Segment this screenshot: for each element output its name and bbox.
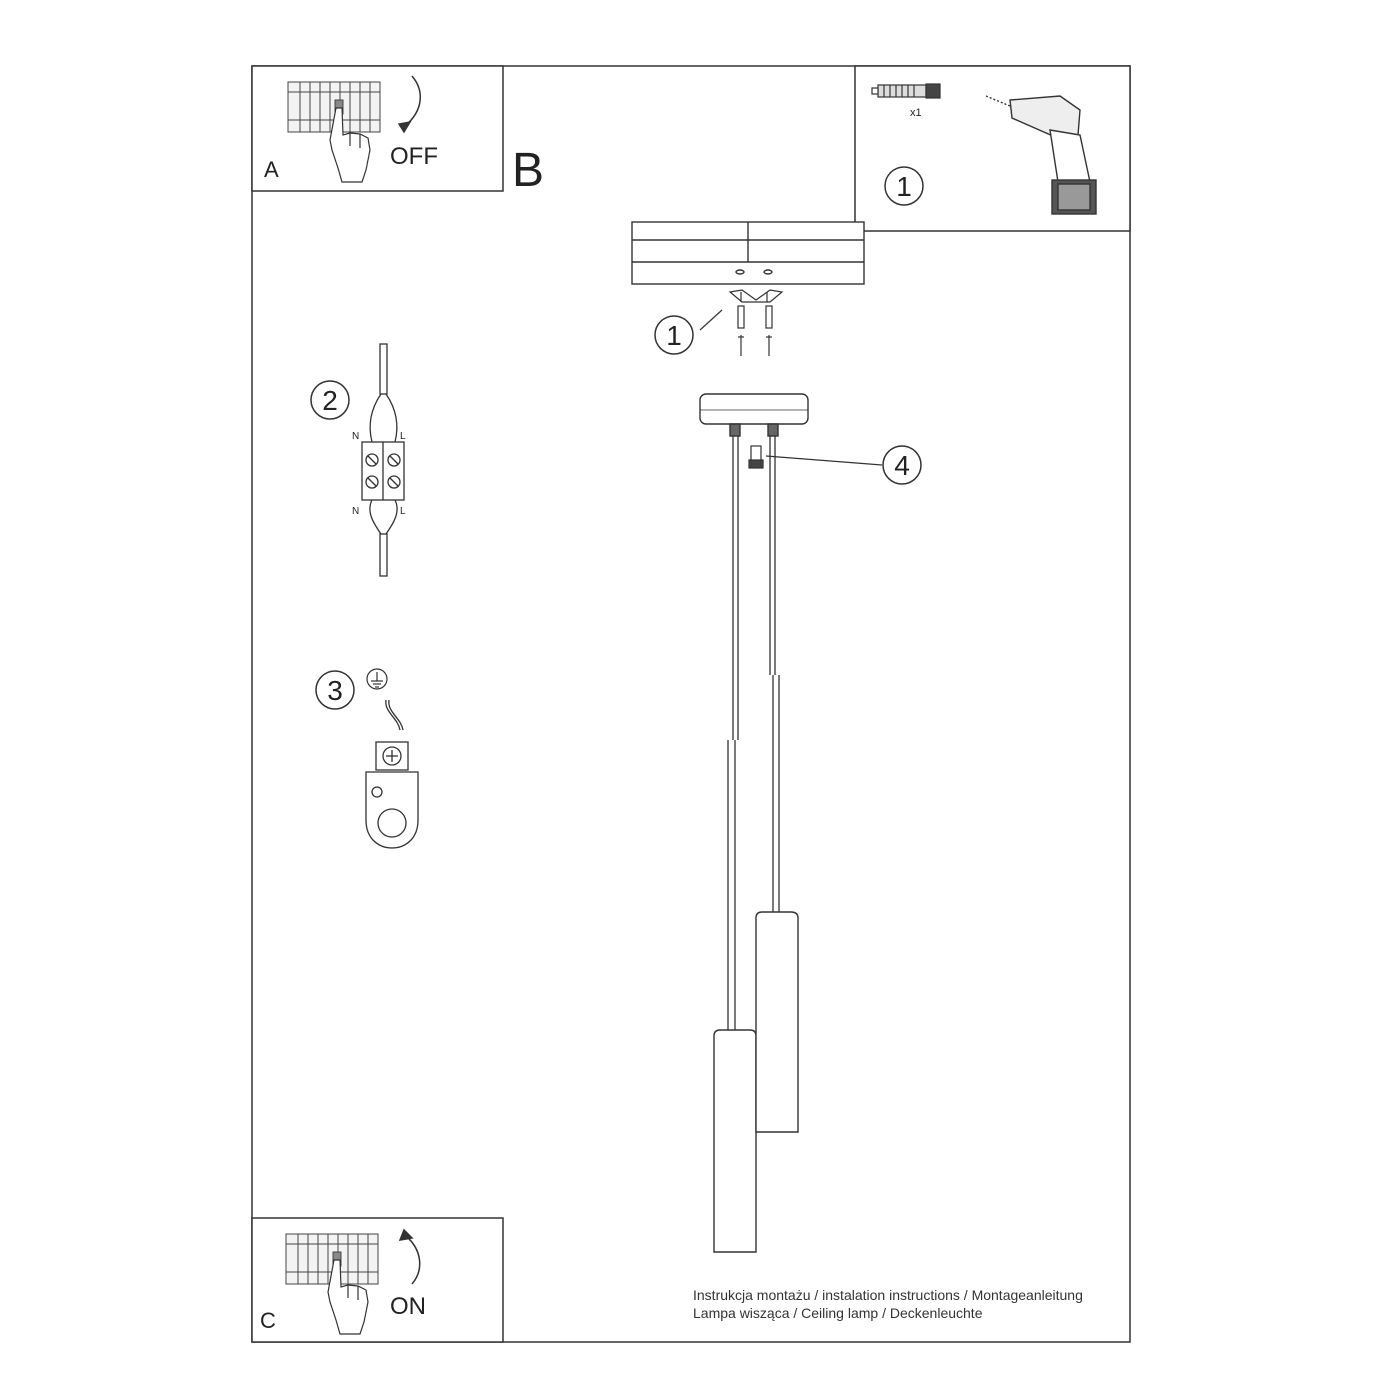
step-4-number: 4 bbox=[894, 450, 910, 481]
step-3-number: 3 bbox=[327, 675, 343, 706]
panel-b-label: B bbox=[512, 144, 544, 197]
hand-icon bbox=[329, 107, 371, 183]
off-label: OFF bbox=[390, 143, 438, 170]
curved-arrow-icon bbox=[398, 1228, 421, 1285]
hand-icon bbox=[327, 1259, 369, 1335]
screw-icon bbox=[737, 305, 773, 356]
panel-a: A OFF bbox=[251, 65, 504, 192]
drill-icon bbox=[985, 95, 1097, 215]
panel-a-label: A bbox=[264, 157, 279, 182]
terminal-block-icon: 2 N L N L bbox=[310, 343, 406, 577]
canopy bbox=[699, 393, 809, 437]
grub-screw-icon bbox=[748, 445, 764, 469]
neutral-bottom-label: N bbox=[352, 506, 359, 517]
footer-line-1: Instrukcja montażu / instalation instruc… bbox=[693, 1287, 1083, 1303]
footer-line-2: Lampa wisząca / Ceiling lamp / Deckenleu… bbox=[693, 1305, 983, 1321]
cables bbox=[727, 436, 780, 1030]
mounting-bracket bbox=[728, 289, 784, 303]
pendant-shade-long bbox=[713, 1029, 757, 1253]
step-1-pointer bbox=[699, 309, 723, 331]
tools-panel: x1 1 bbox=[854, 65, 1131, 232]
wall-plug-icon bbox=[871, 83, 941, 99]
step-4-pointer bbox=[765, 455, 883, 466]
panel-c: C ON bbox=[251, 1217, 504, 1343]
pendant-shade-short bbox=[755, 911, 799, 1133]
curved-arrow-icon bbox=[397, 75, 421, 134]
neutral-top-label: N bbox=[352, 431, 359, 442]
panel-c-label: C bbox=[260, 1308, 276, 1333]
live-top-label: L bbox=[400, 431, 406, 442]
outer-frame bbox=[251, 65, 1131, 1343]
step-1-tools-number: 1 bbox=[896, 171, 912, 202]
breaker-panel-icon bbox=[287, 81, 381, 133]
ceiling-block bbox=[631, 221, 865, 285]
anchor-quantity: x1 bbox=[910, 107, 922, 119]
live-bottom-label: L bbox=[400, 506, 406, 517]
ground-terminal: 3 bbox=[315, 668, 419, 849]
on-label: ON bbox=[390, 1293, 426, 1320]
ground-symbol-icon bbox=[366, 668, 388, 690]
step-2-number: 2 bbox=[322, 385, 338, 416]
step-1-number: 1 bbox=[666, 320, 682, 351]
